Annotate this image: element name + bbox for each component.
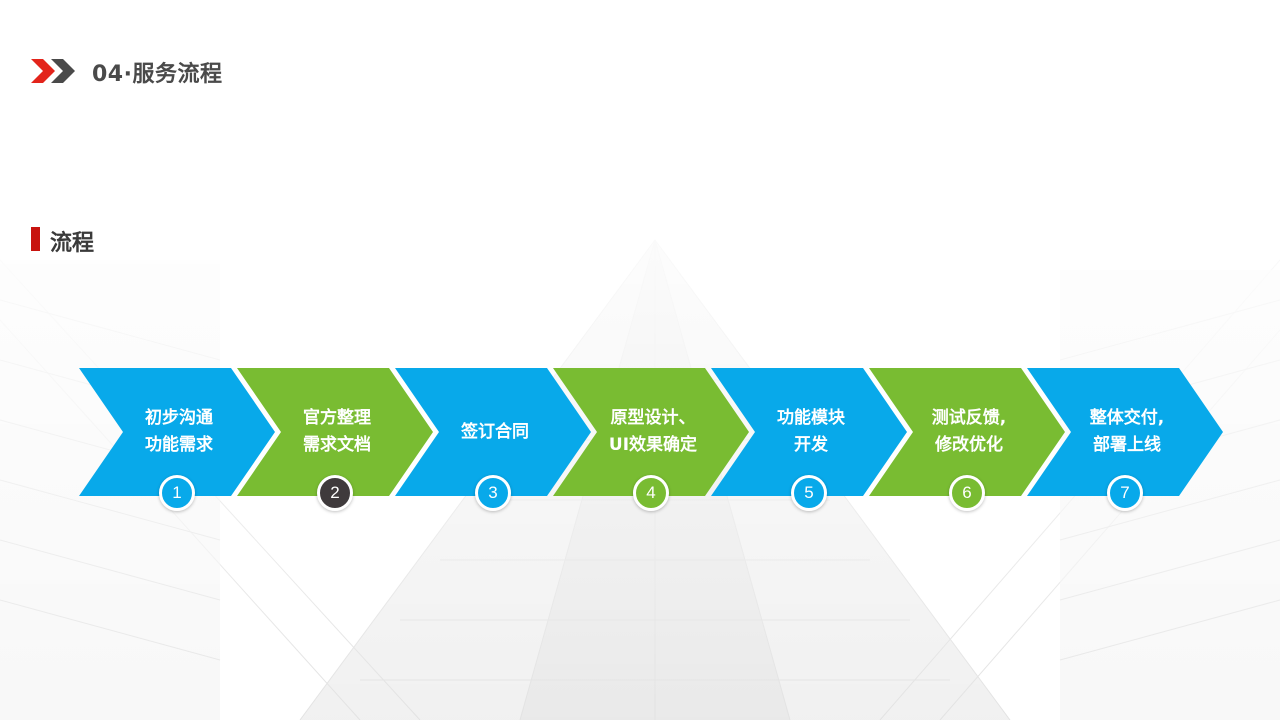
chevron-arrow-shape [1027, 368, 1223, 496]
step-label: 原型设计、 UI效果确定 [608, 408, 698, 455]
section-marker-bar [31, 227, 40, 251]
step-number-badge-6: 6 [949, 475, 985, 511]
step-number-badge-4: 4 [633, 475, 669, 511]
step-number-badge-1: 1 [159, 475, 195, 511]
process-step-4: 原型设计、 UI效果确定 [553, 368, 749, 496]
chevron-arrow-shape [553, 368, 749, 496]
chevron-arrow-shape [869, 368, 1065, 496]
step-number-badge-5: 5 [791, 475, 827, 511]
chevron-arrow-shape [79, 368, 275, 496]
process-step-7: 整体交付, 部署上线 [1027, 368, 1223, 496]
section-title: 流程 [50, 231, 95, 256]
process-step-2: 官方整理 需求文档 [237, 368, 433, 496]
step-number-badge-2: 2 [317, 475, 353, 511]
step-number-badge-7: 7 [1107, 475, 1143, 511]
double-chevron-logo-icon [31, 59, 75, 83]
chevron-arrow-shape [237, 368, 433, 496]
step-label: 签订合同 [461, 421, 529, 442]
step-label: 功能模块 开发 [777, 408, 845, 455]
step-number-badge-3: 3 [475, 475, 511, 511]
step-label: 初步沟通 功能需求 [145, 408, 213, 455]
process-step-1: 初步沟通 功能需求 [79, 368, 275, 496]
step-label: 整体交付, 部署上线 [1089, 408, 1165, 455]
process-step-5: 功能模块 开发 [711, 368, 907, 496]
step-label: 官方整理 需求文档 [303, 408, 371, 455]
chevron-arrow-shape [711, 368, 907, 496]
step-label: 测试反馈, 修改优化 [931, 408, 1007, 455]
chevron-arrow-shape [395, 368, 591, 496]
page-title: 04·服务流程 [92, 62, 223, 87]
process-step-3: 签订合同 [395, 368, 591, 496]
process-step-6: 测试反馈, 修改优化 [869, 368, 1065, 496]
